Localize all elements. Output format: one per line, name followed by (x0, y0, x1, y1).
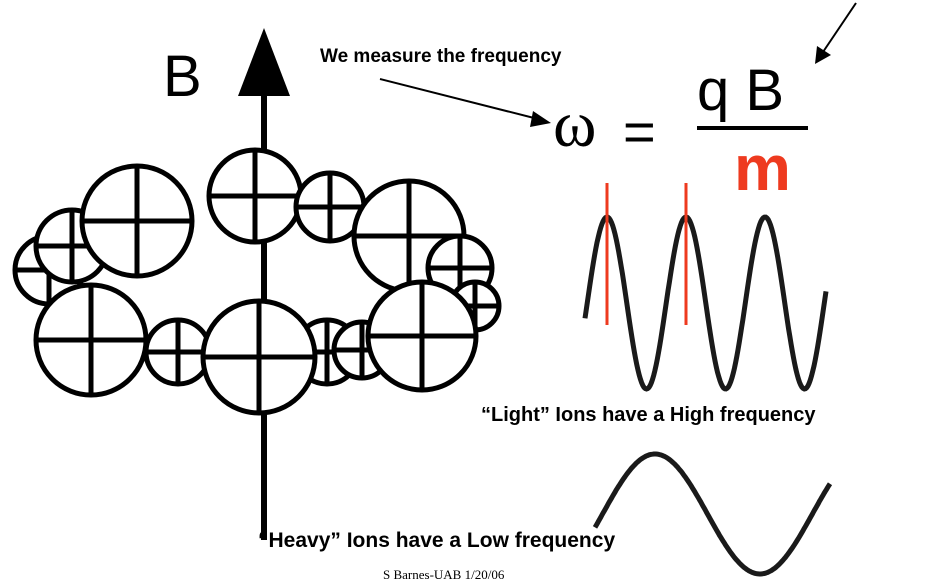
low-frequency-wave (592, 451, 833, 577)
high-frequency-wave (582, 214, 829, 392)
ion-ring (12, 147, 502, 416)
ion-icon (293, 170, 367, 244)
footer-credit: S Barnes-UAB 1/20/06 (383, 567, 505, 582)
light-ions-caption: “Light” Ions have a High frequency (481, 404, 816, 426)
ion-icon (33, 282, 149, 398)
field-axis-label: B (163, 44, 202, 109)
pointer-arrow (379, 78, 551, 127)
ion-icon (200, 298, 318, 416)
field-axis-arrowhead (238, 28, 290, 96)
formula-numerator: q B (697, 58, 785, 123)
measure-caption: We measure the frequency (320, 46, 562, 67)
heavy-ions-caption: “Heavy” Ions have a Low frequency (258, 529, 616, 552)
ion-icon (206, 147, 304, 245)
ion-icon (365, 279, 479, 393)
ion-icon (143, 317, 213, 387)
formula-equals: = (623, 100, 656, 163)
formula-omega: ω (553, 88, 597, 161)
ion-icon (79, 163, 195, 279)
formula-denominator: m (734, 132, 791, 204)
pointer-arrow-top (815, 2, 857, 64)
